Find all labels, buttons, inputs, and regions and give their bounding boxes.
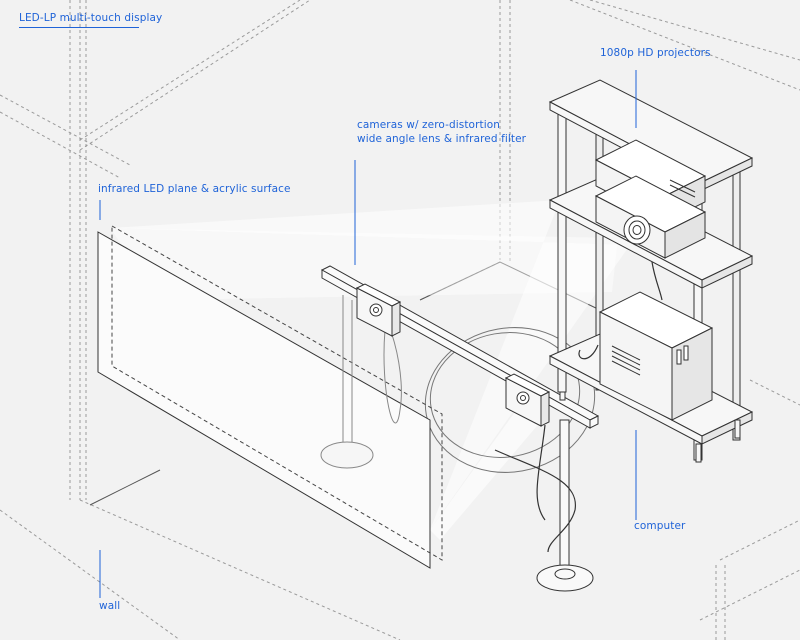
label-wall: wall (99, 600, 121, 612)
projection-beam (110, 200, 630, 540)
label-projectors: 1080p HD projectors (600, 47, 711, 59)
title-underline (19, 27, 139, 28)
shelf-cables (578, 261, 663, 360)
camera-left (355, 283, 402, 337)
acrylic-surface (97, 225, 443, 569)
leader-lines (99, 70, 637, 598)
computer-tower (598, 291, 714, 421)
label-cameras: cameras w/ zero-distortion wide angle le… (357, 118, 526, 146)
label-computer: computer (634, 520, 686, 532)
label-cameras-line2: wide angle lens & infrared filter (357, 133, 527, 145)
label-infrared-plane: infrared LED plane & acrylic surface (98, 183, 291, 195)
camera-right (504, 373, 551, 427)
camera-stand-back (320, 295, 402, 469)
diagram-title: LED-LP multi-touch display (19, 12, 163, 24)
camera-stand-front (494, 419, 594, 592)
projector-bottom (594, 175, 707, 259)
label-cameras-line1: cameras w/ zero-distortion (357, 119, 501, 131)
